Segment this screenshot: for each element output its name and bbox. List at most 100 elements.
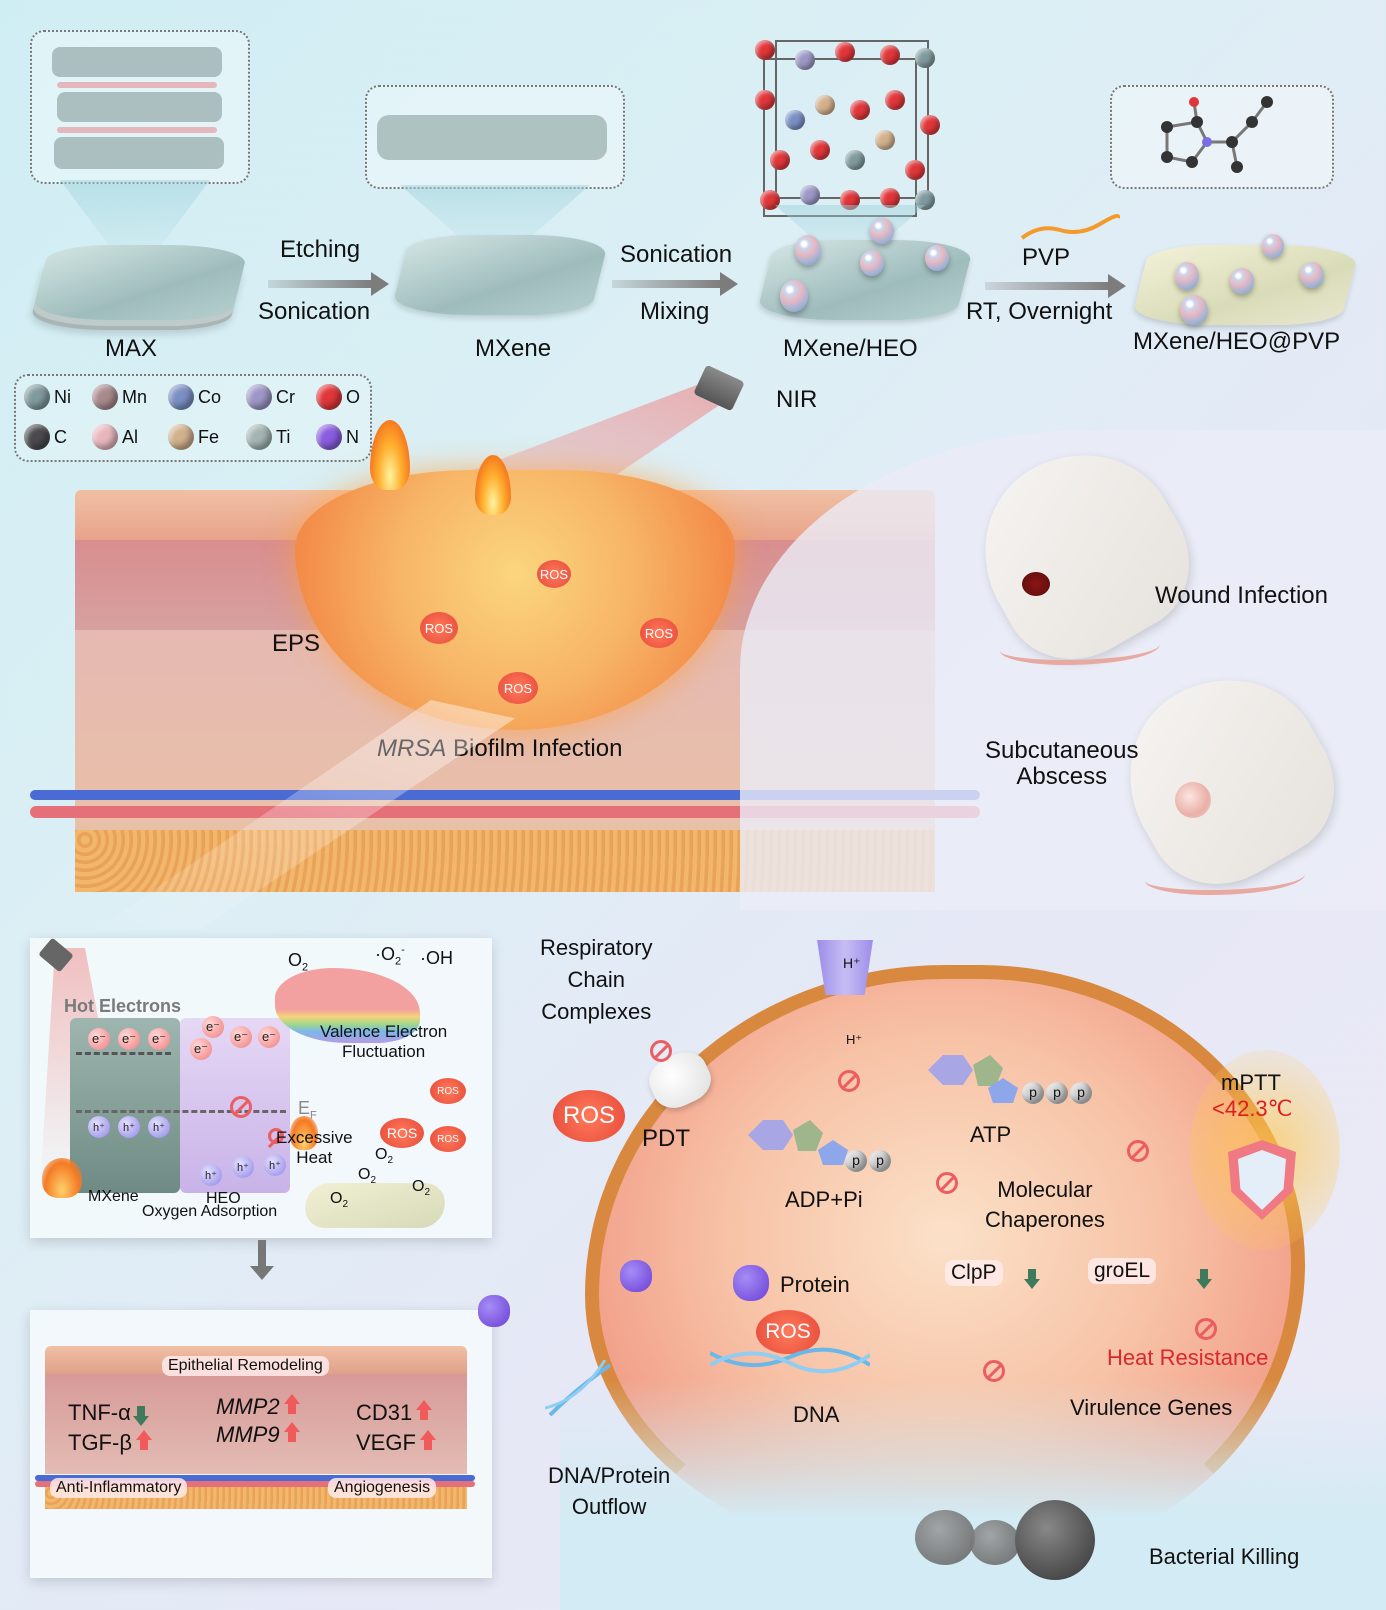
virulence-genes-label: Virulence Genes [1070, 1395, 1233, 1420]
step-label-mxene-heo: MXene/HEO [783, 335, 918, 362]
phosphate-group: p p [845, 1150, 891, 1172]
mechanism-panel: Hot Electrons EF e⁻ e⁻ e⁻ e⁻ e⁻ e⁻ e⁻ h⁺… [30, 937, 492, 1238]
arrow3-icon [985, 274, 1126, 298]
nir-label: NIR [776, 386, 818, 413]
o2-label: O2 [375, 1146, 394, 1167]
heo-nanoparticle [1300, 262, 1324, 288]
blood-vessel-vein [30, 790, 980, 800]
titanium-atom-icon [246, 424, 272, 450]
heo-nanoparticle [795, 235, 821, 265]
upregulated-arrow-icon [416, 1400, 433, 1420]
proton-icon: H⁺ [846, 1032, 863, 1047]
inhibit-icon [936, 1172, 958, 1194]
dead-bacteria-icon [915, 1500, 1115, 1580]
temperature-label: <42.3℃ [1212, 1096, 1293, 1121]
inhibit-icon [268, 1128, 284, 1144]
inhibit-icon [230, 1096, 252, 1118]
mmp2-label: MMP2 [216, 1394, 300, 1420]
electron: e⁻ [202, 1016, 224, 1038]
step-label-mxene: MXene [475, 335, 552, 362]
heo-nanoparticle [1262, 234, 1284, 258]
inhibit-icon [650, 1040, 672, 1062]
inhibit-icon [1127, 1140, 1149, 1162]
arrow2-bottom-label: Mixing [640, 298, 710, 325]
flame-icon [290, 1116, 318, 1150]
healed-dermis [45, 1374, 467, 1474]
o2-label: O2 [358, 1166, 377, 1187]
flame-icon [475, 455, 511, 515]
pvp-chain-icon [1020, 212, 1121, 242]
arrow1-icon [268, 272, 389, 296]
arrow3-bottom-label: RT, Overnight [966, 298, 1113, 325]
respiratory-chain-label: Respiratory Chain Complexes [540, 935, 653, 1024]
down-arrow-head [250, 1266, 274, 1280]
heo-nanoparticle [870, 218, 894, 244]
anti-inflammatory-tag: Anti-Inflammatory [50, 1478, 188, 1498]
pvp-molecule-icon [1161, 96, 1273, 173]
ros-burst: ROS [430, 1078, 466, 1104]
molecular-chaperones-label: Molecular Chaperones [985, 1177, 1105, 1232]
protein-icon [733, 1265, 769, 1301]
iron-atom-icon [168, 424, 194, 450]
hot-electrons-label: Hot Electrons [64, 996, 182, 1016]
atp-synthase-icon [817, 940, 873, 995]
excessive-heat-label: Excessive Heat [276, 1128, 353, 1167]
o2-label: O2 [330, 1190, 349, 1211]
inhibit-icon [1195, 1318, 1217, 1340]
angiogenesis-tag: Angiogenesis [328, 1478, 437, 1498]
arrow1-bottom-label: Sonication [258, 298, 371, 325]
oxygen-adsorption-label: Oxygen Adsorption [142, 1203, 278, 1220]
hole: h⁺ [88, 1116, 110, 1138]
protein-label: Protein [780, 1272, 850, 1297]
bacterium-fade [560, 1380, 1386, 1610]
wound-infection-label: Wound Infection [1155, 582, 1329, 609]
aluminum-atom-icon [92, 424, 118, 450]
upregulated-arrow-icon [135, 1430, 152, 1450]
upregulated-arrow-icon [419, 1430, 436, 1450]
hole: h⁺ [200, 1164, 222, 1186]
heo-nanoparticle [1180, 295, 1208, 325]
heo-nanoparticle [925, 245, 949, 271]
ros-burst: ROS [640, 618, 678, 648]
atp-molecule-icon [928, 1050, 1068, 1105]
upregulated-arrow-icon [283, 1394, 300, 1414]
heo-band-label: HEO [206, 1190, 241, 1207]
legend-item: Mn [92, 384, 147, 410]
hole: h⁺ [264, 1154, 286, 1176]
flame-icon [370, 420, 410, 490]
fermi-level-line [76, 1110, 286, 1113]
heo-nanoparticle [780, 280, 808, 312]
step-label-mxene-heo-pvp: MXene/HEO@PVP [1133, 328, 1341, 355]
element-legend: Ni Mn Co Cr O C Al Fe Ti N [14, 374, 372, 462]
hole: h⁺ [118, 1116, 140, 1138]
abscess-icon [1175, 782, 1211, 818]
downregulated-arrow-icon [1196, 1269, 1213, 1289]
dna-icon [709, 1345, 872, 1375]
heat-resistance-label: Heat Resistance [1107, 1345, 1269, 1370]
legend-item: O [316, 384, 360, 410]
cd31-label: CD31 [356, 1400, 433, 1426]
o2-label: O2 [412, 1178, 431, 1199]
ros-burst: ROS [756, 1310, 820, 1354]
downregulated-arrow-icon [1024, 1269, 1040, 1289]
wound-icon [1022, 572, 1050, 596]
subcutaneous-abscess-label: Subcutaneous Abscess [985, 737, 1139, 790]
heo-nanoparticle [1175, 262, 1199, 290]
flame-icon [42, 1158, 82, 1198]
eps-label: EPS [272, 630, 321, 657]
max-structure-inset [30, 30, 250, 184]
legend-item: C [24, 424, 67, 450]
tgf-beta-label: TGF-β [68, 1430, 152, 1456]
dna-icon [544, 1359, 615, 1420]
ros-burst: ROS [537, 560, 571, 588]
max-sheet [30, 245, 250, 320]
arrow2-top-label: Sonication [620, 241, 733, 268]
healing-panel: Epithelial Remodeling TNF-α TGF-β MMP2 M… [30, 1310, 492, 1578]
adp-molecule-icon [748, 1115, 888, 1165]
heo-nanoparticle [860, 250, 884, 276]
arrow2-icon [612, 272, 738, 296]
valence-fluctuation-label: Valence Electron Fluctuation [320, 1022, 448, 1061]
mxene-band-label: MXene [88, 1188, 139, 1205]
chromium-atom-icon [246, 384, 272, 410]
